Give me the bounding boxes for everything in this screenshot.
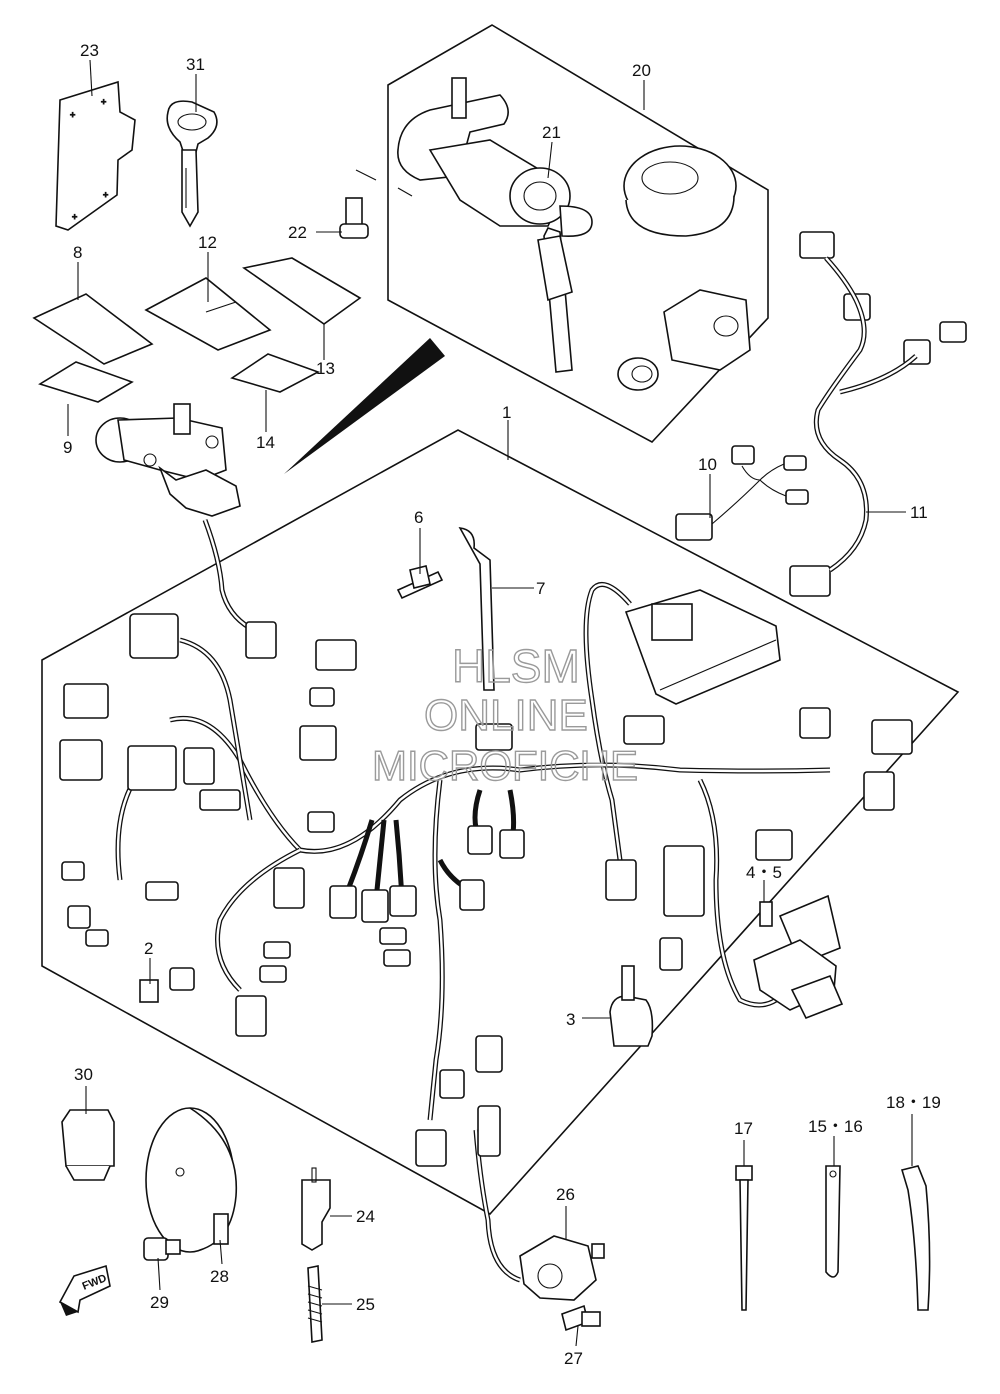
plate-part-23: + + + + bbox=[55, 80, 136, 231]
switch-part-24 bbox=[301, 1167, 331, 1251]
bolt-part-27 bbox=[561, 1304, 601, 1332]
callout-26: 26 bbox=[556, 1185, 575, 1204]
cable-tie-part-15-16 bbox=[825, 1165, 841, 1278]
fwd-arrow: FWD bbox=[58, 1264, 111, 1316]
callout-24: 24 bbox=[356, 1207, 375, 1226]
screw-part-22 bbox=[339, 169, 413, 239]
callout-20: 20 bbox=[632, 61, 651, 80]
clip-part-6 bbox=[396, 565, 444, 600]
lock-cover bbox=[623, 145, 737, 237]
leader-lines bbox=[67, 59, 913, 1347]
label-part-12 bbox=[144, 277, 272, 351]
callout-30: 30 bbox=[74, 1065, 93, 1084]
cable-tie-part-18-19 bbox=[900, 1165, 931, 1311]
callout-27: 27 bbox=[564, 1349, 583, 1368]
callout-11: 11 bbox=[910, 503, 928, 522]
label-part-8 bbox=[32, 293, 154, 365]
callout-6: 6 bbox=[414, 508, 423, 527]
callout-1: 1 bbox=[502, 403, 511, 422]
callout-25: 25 bbox=[356, 1295, 375, 1314]
label-part-14 bbox=[230, 353, 320, 393]
ignition-switch-left bbox=[95, 403, 277, 659]
label-part-13 bbox=[242, 257, 362, 325]
callout-14: 14 bbox=[256, 433, 275, 452]
direction-wedge bbox=[284, 338, 445, 474]
callouts: 1 2 3 4・5 6 7 8 9 10 11 12 13 14 15・16 1… bbox=[63, 41, 941, 1368]
harness-connectors bbox=[59, 613, 913, 1167]
switch-cylinder-part-21 bbox=[397, 77, 593, 373]
callout-4-5: 4・5 bbox=[746, 863, 782, 882]
main-harness-panel bbox=[41, 429, 960, 1216]
callout-21: 21 bbox=[542, 123, 561, 142]
callout-22: 22 bbox=[288, 223, 307, 242]
fuse-box bbox=[753, 894, 844, 1020]
callout-10: 10 bbox=[698, 455, 717, 474]
svg-text:+: + bbox=[103, 190, 108, 200]
harness-trunk bbox=[115, 637, 831, 1283]
callout-29: 29 bbox=[150, 1293, 169, 1312]
svg-text:+: + bbox=[72, 212, 77, 222]
connector-part-2 bbox=[139, 979, 159, 1003]
cable-tie-part-17 bbox=[735, 1165, 753, 1311]
watermark-line-3: MICROFICHE bbox=[372, 742, 638, 789]
sensor-part-26 bbox=[519, 1235, 605, 1301]
key-part-31 bbox=[166, 100, 218, 228]
ecu-unit bbox=[583, 581, 781, 901]
svg-text:+: + bbox=[70, 110, 75, 120]
callout-13: 13 bbox=[316, 359, 335, 378]
callout-28: 28 bbox=[210, 1267, 229, 1286]
callout-23: 23 bbox=[80, 41, 99, 60]
callout-31: 31 bbox=[186, 55, 205, 74]
callout-17: 17 bbox=[734, 1119, 753, 1138]
callout-9: 9 bbox=[63, 438, 72, 457]
spring-part-25 bbox=[307, 1265, 323, 1343]
callout-3: 3 bbox=[566, 1010, 575, 1029]
watermark-line-2: ONLINE bbox=[424, 691, 588, 740]
callout-12: 12 bbox=[198, 233, 217, 252]
ignition-switch-box bbox=[387, 24, 769, 443]
sub-harness-part-11 bbox=[789, 231, 967, 597]
lock-body bbox=[617, 289, 751, 391]
callout-18-19: 18・19 bbox=[886, 1093, 941, 1112]
relay-part-30 bbox=[61, 1109, 115, 1181]
watermark-line-1: HLSM bbox=[452, 640, 580, 692]
watermark: HLSM ONLINE MICROFICHE bbox=[371, 639, 638, 789]
callout-2: 2 bbox=[144, 939, 153, 958]
callout-15-16: 15・16 bbox=[808, 1117, 863, 1136]
label-part-9 bbox=[38, 361, 134, 403]
horn-part-28 bbox=[145, 1107, 238, 1253]
bolt-part-29 bbox=[143, 1237, 181, 1261]
relay-part-3 bbox=[609, 965, 654, 1047]
tie-part-7 bbox=[458, 527, 495, 691]
callout-8: 8 bbox=[73, 243, 82, 262]
sub-harness-part-10 bbox=[675, 445, 809, 541]
svg-text:+: + bbox=[101, 97, 106, 107]
callout-7: 7 bbox=[536, 579, 545, 598]
